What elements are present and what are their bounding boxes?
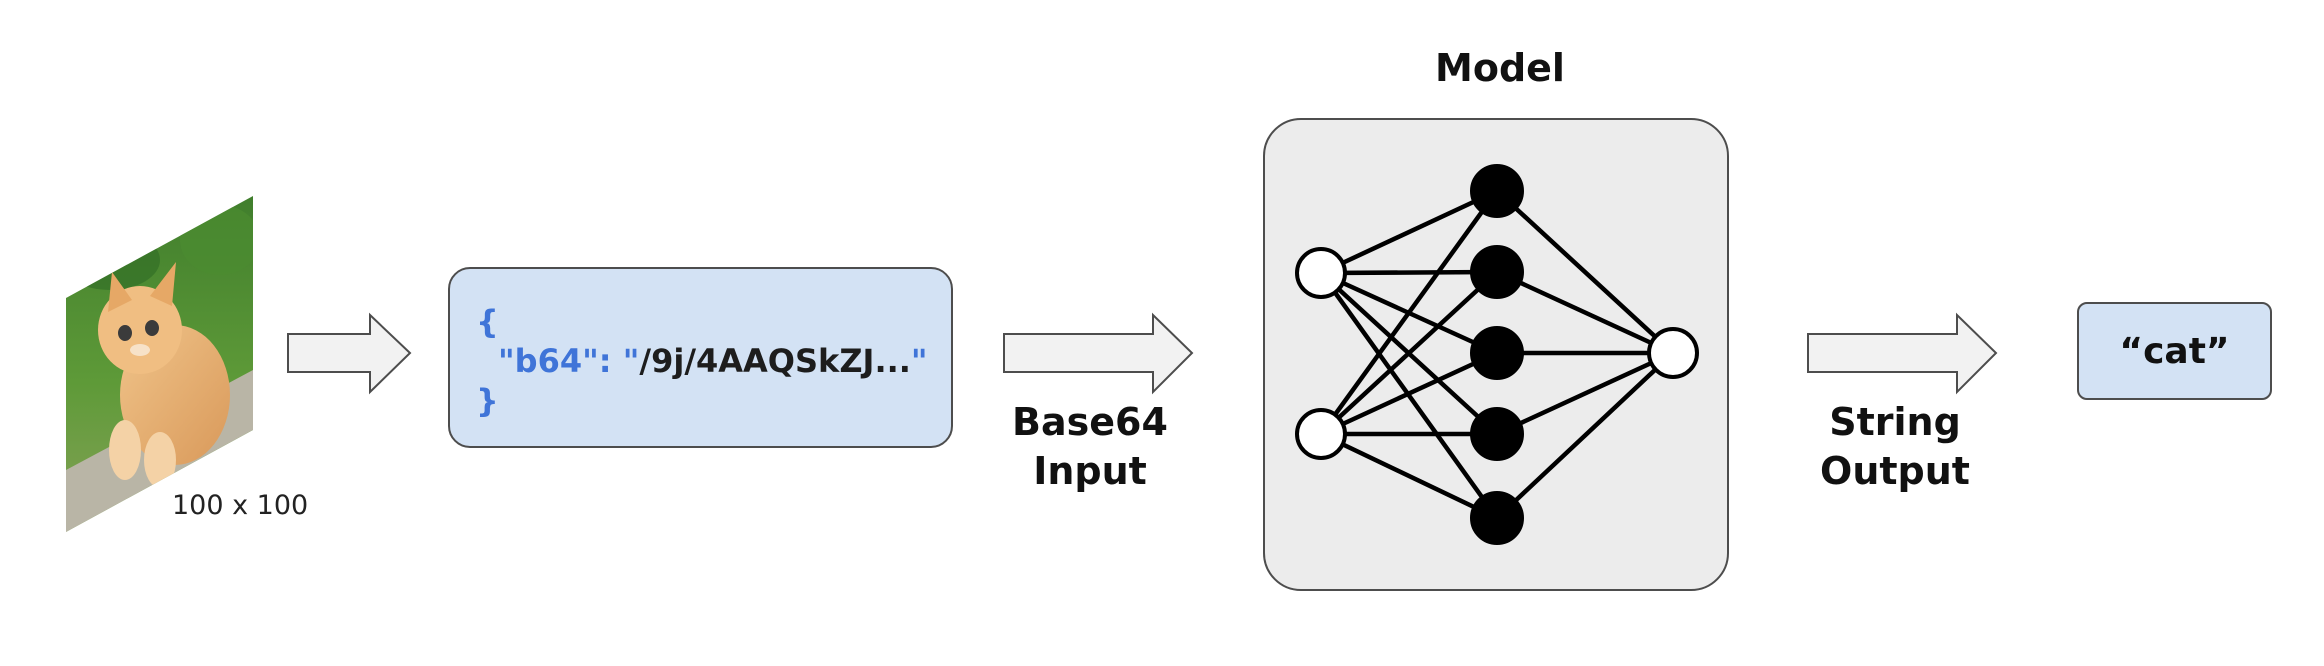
model-title: Model bbox=[1435, 46, 1565, 90]
base64-input-label: Base64 Input bbox=[985, 398, 1195, 496]
output-node bbox=[1647, 327, 1699, 379]
hidden-node-4 bbox=[1470, 407, 1524, 461]
hidden-node-1 bbox=[1470, 164, 1524, 218]
json-value: /9j/4AAQSkZJ... bbox=[639, 342, 911, 380]
arrow-image-to-json bbox=[287, 312, 412, 395]
json-payload-box: { "b64": "/9j/4AAQSkZJ..." } bbox=[448, 267, 953, 448]
string-output-label: String Output bbox=[1780, 398, 2010, 496]
json-close-quote: " bbox=[910, 342, 928, 380]
string-output-label-line2: Output bbox=[1820, 449, 1970, 493]
image-size-caption: 100 x 100 bbox=[172, 490, 309, 521]
output-box: “cat” bbox=[2077, 302, 2272, 400]
arrow-model-to-output bbox=[1807, 312, 1998, 395]
base64-input-label-line2: Input bbox=[1033, 449, 1147, 493]
json-key-value-line: "b64": "/9j/4AAQSkZJ..." bbox=[498, 342, 928, 380]
string-output-label-line1: String bbox=[1829, 400, 1961, 444]
input-node-2 bbox=[1295, 408, 1347, 460]
input-node-1 bbox=[1295, 247, 1347, 299]
base64-input-label-line1: Base64 bbox=[1012, 400, 1168, 444]
json-key: "b64": " bbox=[498, 342, 640, 380]
hidden-node-5 bbox=[1470, 491, 1524, 545]
arrow-json-to-model bbox=[1003, 312, 1194, 395]
json-close-brace: } bbox=[476, 382, 499, 420]
hidden-node-2 bbox=[1470, 245, 1524, 299]
hidden-node-3 bbox=[1470, 326, 1524, 380]
output-text: “cat” bbox=[2119, 330, 2230, 372]
json-open-brace: { bbox=[476, 303, 499, 341]
